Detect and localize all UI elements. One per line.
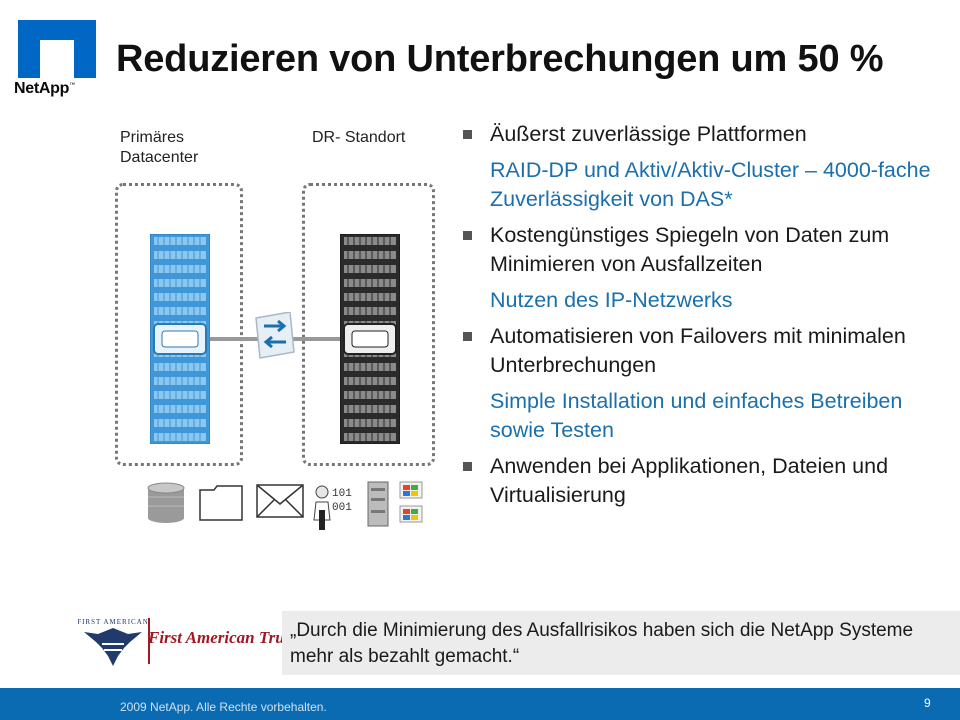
bullet-square-icon xyxy=(463,130,472,139)
bullet-sub-item: Simple Installation und einfaches Betrei… xyxy=(490,389,903,442)
footer-bar xyxy=(0,688,960,720)
server-windows-icon xyxy=(367,481,423,527)
bullet-square-icon xyxy=(463,332,472,341)
page-title: Reduzieren von Unterbrechungen um 50 % xyxy=(116,38,884,80)
svg-text:FIRST AMERICAN: FIRST AMERICAN xyxy=(78,618,148,626)
primary-datacenter-label: Primäres Datacenter xyxy=(120,129,199,166)
bullet-item: Äußerst zuverlässige Plattformen xyxy=(460,120,950,149)
binary-row-1: 101 xyxy=(332,488,352,500)
bullet-item: Automatisieren von Failovers mit minimal… xyxy=(460,322,950,380)
replication-switch-icon xyxy=(255,312,295,359)
user-binary-icon: 101 001 xyxy=(313,485,352,530)
testimonial-quote: „Durch die Minimierung des Ausfallrisiko… xyxy=(290,620,914,667)
database-icon xyxy=(147,482,185,523)
bullet-item: Anwenden bei Applikationen, Dateien und … xyxy=(460,452,950,510)
dr-storage-array-icon xyxy=(340,234,400,444)
mail-icon xyxy=(256,484,304,518)
first-american-trust-logo-text: First American Trust xyxy=(148,628,296,647)
logo-divider xyxy=(148,618,150,664)
bullet-sub-item: Nutzen des IP-Netzwerks xyxy=(490,288,733,312)
quote-box xyxy=(282,611,960,675)
primary-storage-array-icon xyxy=(150,234,210,444)
bullet-square-icon xyxy=(463,462,472,471)
page-number: 9 xyxy=(924,696,931,710)
netapp-logo-icon xyxy=(18,20,96,78)
binary-row-2: 001 xyxy=(332,502,352,514)
netapp-logo-text: NetApp™ xyxy=(14,80,75,97)
bullet-sub-item: RAID-DP und Aktiv/Aktiv-Cluster – 4000-f… xyxy=(490,158,931,211)
bullet-item: Kostengünstiges Spiegeln von Daten zum M… xyxy=(460,221,950,279)
dr-site-label: DR- Standort xyxy=(312,129,406,146)
dr-site-box xyxy=(302,183,435,466)
bullet-list: Äußerst zuverlässige Plattformen RAID-DP… xyxy=(460,120,950,517)
folder-icon xyxy=(199,485,243,521)
bullet-square-icon xyxy=(463,231,472,240)
first-american-seal-icon: FIRST AMERICAN xyxy=(78,618,148,666)
copyright-text: 2009 NetApp. Alle Rechte vorbehalten. xyxy=(120,700,327,714)
primary-datacenter-box xyxy=(115,183,243,466)
